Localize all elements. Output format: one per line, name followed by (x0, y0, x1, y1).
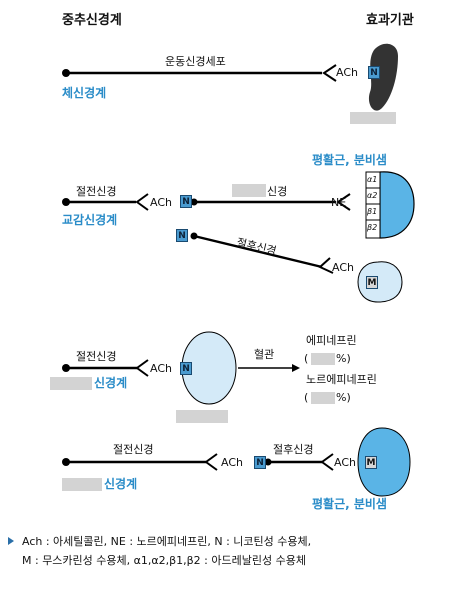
branch-postganglionic (193, 234, 323, 269)
sympathetic-effector-label: 평활근, 분비샘 (312, 153, 387, 167)
parasympathetic-ach2-label: ACh (334, 456, 356, 469)
skeletal-muscle-shape (368, 43, 398, 111)
parasympathetic-effector-label: 평활근, 분비샘 (312, 497, 387, 511)
blood-route-label: 혈관 (254, 348, 275, 361)
adrenal-ach-label: ACh (150, 362, 172, 375)
adrenal-system-label: 신경계 (94, 376, 128, 390)
masked-effector-name (350, 112, 396, 124)
epi-open-paren: ( (304, 352, 309, 365)
masked-system-prefix (50, 377, 92, 390)
beta2-receptor: β2 (367, 223, 378, 232)
branch-n-receptor: N (176, 229, 188, 242)
parasympathetic-pre-label: 절전신경 (113, 443, 154, 456)
norepi-percent-suffix: %) (336, 391, 351, 404)
alpha2-receptor: α2 (367, 191, 378, 200)
masked-neuron-type (232, 184, 266, 197)
epinephrine-label: 에피네프린 (306, 334, 357, 347)
adrenal-neuron-body (62, 364, 70, 372)
parasympathetic-neuron-body (62, 458, 70, 466)
motor-neuron-label: 운동신경세포 (165, 55, 226, 68)
sympathetic-pre-terminal (135, 193, 149, 211)
legend-line-2: M : 무스카린성 수용체, α1,α2,β1,β2 : 아드레날린성 수용체 (22, 554, 306, 567)
sympathetic-pre-label: 절전신경 (76, 185, 117, 198)
sympathetic-effector-organ (379, 171, 415, 239)
parasympathetic-ach-label: ACh (221, 456, 243, 469)
beta1-receptor: β1 (367, 207, 378, 216)
parasympathetic-post-terminal (320, 453, 334, 471)
adrenal-n-receptor: N (180, 362, 192, 375)
sweat-gland-organ (357, 261, 403, 303)
somatic-system-label: 체신경계 (62, 86, 107, 100)
legend-bullet-icon (8, 537, 14, 545)
somatic-neuron-body (62, 69, 70, 77)
branch-terminal (318, 257, 334, 274)
legend-line-1: Ach : 아세틸콜린, NE : 노르에피네프린, N : 니코틴성 수용체, (22, 535, 312, 548)
sympathetic-n-receptor: N (180, 195, 192, 208)
adrenal-pre-terminal (135, 359, 149, 377)
branch-ach-label: ACh (332, 261, 354, 274)
parasympathetic-system-label: 신경계 (104, 477, 138, 491)
parasympathetic-pre-terminal (204, 453, 218, 471)
alpha1-receptor: α1 (367, 175, 378, 184)
parasympathetic-post-label: 절후신경 (273, 443, 314, 456)
masked-norepi-percent (311, 392, 335, 404)
masked-system-prefix-2 (62, 478, 102, 491)
masked-epi-percent (311, 353, 335, 365)
somatic-terminal (322, 64, 337, 82)
sympathetic-ganglion-body (190, 198, 198, 206)
parasympathetic-effector-organ (357, 427, 411, 497)
norepi-open-paren: ( (304, 391, 309, 404)
ne-label: NE (331, 196, 347, 209)
sympathetic-post-terminal (336, 193, 351, 211)
masked-organ-name (176, 410, 228, 423)
norepinephrine-label: 노르에피네프린 (306, 373, 377, 386)
parasympathetic-ganglion-body (264, 458, 272, 466)
parasympathetic-n-receptor: N (254, 456, 266, 469)
sympathetic-ach-label: ACh (150, 196, 172, 209)
sympathetic-system-label: 교감신경계 (62, 213, 118, 227)
sympathetic-neuron-body (62, 198, 70, 206)
cns-header: 중추신경계 (62, 13, 122, 28)
adrenal-pre-label: 절전신경 (76, 350, 117, 363)
somatic-n-receptor: N (368, 66, 380, 79)
sympathetic-post-label: 신경 (267, 185, 288, 198)
sweat-gland-m-receptor: M (366, 276, 378, 289)
somatic-ach-label: ACh (336, 66, 358, 79)
epi-percent-suffix: %) (336, 352, 351, 365)
parasympathetic-m-receptor: M (365, 456, 377, 469)
effector-header: 효과기관 (366, 13, 414, 28)
